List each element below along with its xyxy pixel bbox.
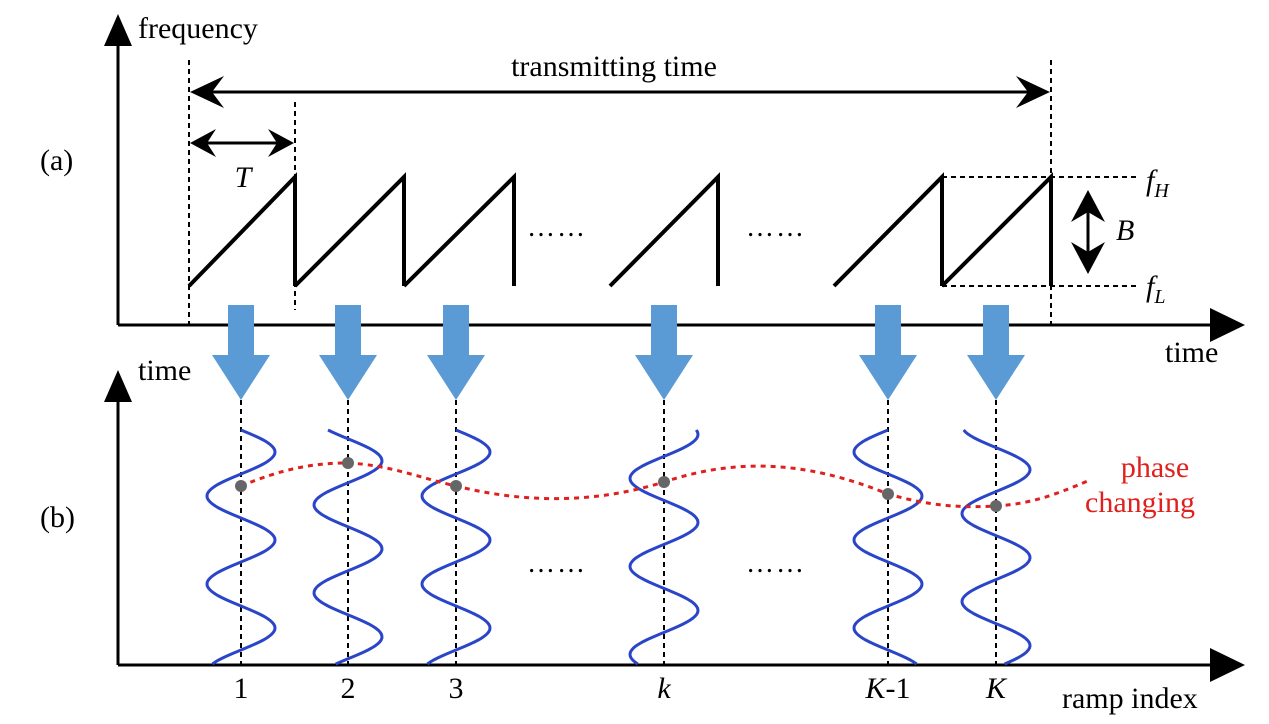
ramp-index-label-1: 1 <box>234 672 249 705</box>
ramp-index-axis-arrowhead <box>1210 648 1245 682</box>
ramp-K-1 <box>832 172 944 288</box>
ramp-wave-K <box>960 428 1032 666</box>
blue-arrow-2 <box>319 305 377 400</box>
phase-point-K <box>990 500 1002 512</box>
blue-arrows <box>212 305 1025 400</box>
ramp-index-label-3: 3 <box>449 672 464 705</box>
phase-point-3 <box>450 480 462 492</box>
panel-b: time ramp index (b) phase changing …… ……… <box>40 354 1245 715</box>
phase-point-k <box>658 476 670 488</box>
freq-axis-arrowhead <box>104 14 132 46</box>
blue-arrow-K <box>967 305 1025 400</box>
blue-arrow-k <box>635 305 693 400</box>
period-arrow <box>190 129 294 157</box>
ramp-3 <box>402 172 516 288</box>
time-axis-b-arrowhead <box>104 370 132 402</box>
ramp-index-label-2: 2 <box>341 672 356 705</box>
phase-point-1 <box>235 480 247 492</box>
time-axis-b-label: time <box>138 354 191 387</box>
ellipsis-a-2: …… <box>746 212 806 243</box>
ramp-wave-2 <box>312 428 384 666</box>
ramp-index-axis-label: ramp index <box>1062 682 1198 715</box>
phase-point-K-1 <box>882 488 894 500</box>
time-axis-arrowhead <box>1210 308 1245 342</box>
ramp-wave-1 <box>205 428 277 666</box>
ellipsis-b-1: …… <box>527 548 587 579</box>
bandwidth-arrow <box>1071 190 1105 274</box>
phase-point-2 <box>342 457 354 469</box>
panel-b-label: (b) <box>40 501 75 534</box>
blue-arrow-K-1 <box>859 305 917 400</box>
ramp-k <box>608 172 720 288</box>
phase-label-line2: changing <box>1085 486 1195 519</box>
ramp-wave-k <box>628 429 700 666</box>
transmitting-time-arrow <box>190 76 1050 108</box>
panel-a-label: (a) <box>40 144 73 177</box>
blue-arrow-3 <box>427 305 485 400</box>
f-low-label: fL <box>1146 270 1165 308</box>
ellipsis-a-1: …… <box>527 212 587 243</box>
period-label: T <box>235 161 254 194</box>
blue-arrow-1 <box>212 305 270 400</box>
ramp-index-label-K: K <box>985 672 1008 705</box>
ramp-1 <box>187 172 297 288</box>
ramp-index-label-K-1: K-1 <box>864 672 910 705</box>
panel-a: frequency time (a) transmitting time T …… <box>40 12 1245 400</box>
bandwidth-label: B <box>1116 214 1134 247</box>
freq-axis-label: frequency <box>138 12 258 45</box>
ramp-2 <box>293 172 406 288</box>
ramp-K <box>940 172 1053 288</box>
f-high-label: fH <box>1146 164 1170 202</box>
time-axis-label-a: time <box>1165 336 1218 369</box>
transmitting-time-label: transmitting time <box>511 50 717 83</box>
ramp-wave-3 <box>420 428 492 666</box>
ramp-wave-K-1 <box>852 428 924 666</box>
phase-label-line1: phase <box>1121 451 1189 484</box>
ramp-columns <box>205 400 1032 666</box>
ellipsis-b-2: …… <box>746 548 806 579</box>
ramp-index-label-k: k <box>657 672 671 705</box>
